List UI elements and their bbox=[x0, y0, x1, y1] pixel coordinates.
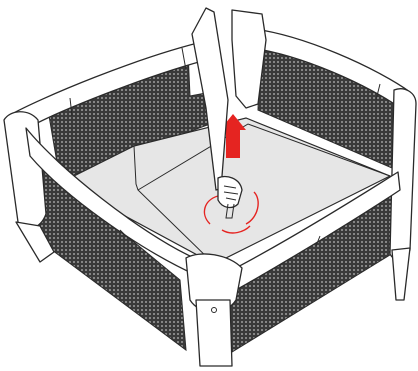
corner-post-left bbox=[4, 112, 46, 228]
corner-rivet bbox=[212, 308, 217, 313]
leg-right bbox=[392, 248, 410, 300]
